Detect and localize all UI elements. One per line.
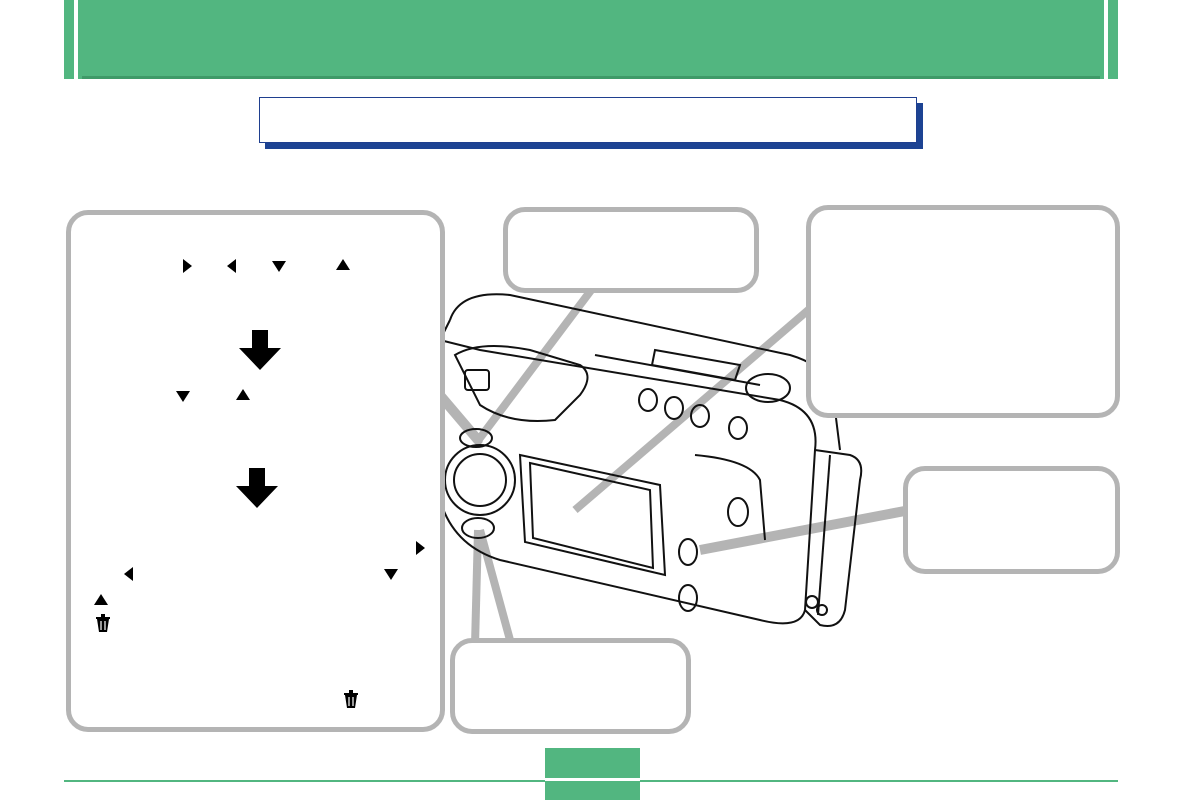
- triangle-right-icon: [416, 541, 425, 555]
- callout-bottom-middle: [450, 638, 691, 734]
- header-title: [82, 0, 1100, 79]
- camera-back-illustration: [433, 293, 863, 627]
- triangle-down-icon: [384, 569, 398, 580]
- bold-down-arrow-icon: [239, 330, 281, 370]
- header-left-stripe: [74, 0, 78, 79]
- page-tab-divider: [545, 778, 640, 781]
- page-number-tab: [545, 748, 640, 800]
- callout-top-right: [806, 205, 1120, 418]
- header-band: [64, 0, 1118, 79]
- trash-delete-icon: [344, 690, 358, 708]
- callout-right: [903, 466, 1120, 574]
- trash-delete-icon: [96, 614, 110, 632]
- triangle-left-icon: [124, 567, 133, 581]
- bold-down-arrow-icon: [236, 468, 278, 508]
- header-right-stripe: [1104, 0, 1108, 79]
- triangle-right-icon: [183, 259, 192, 273]
- triangle-up-icon: [336, 259, 350, 270]
- section-title-box: [259, 97, 917, 143]
- triangle-down-icon: [272, 261, 286, 272]
- triangle-up-icon: [236, 389, 250, 400]
- triangle-up-icon: [94, 594, 108, 605]
- callout-top-middle: [503, 207, 759, 293]
- triangle-left-icon: [227, 259, 236, 273]
- triangle-down-icon: [176, 391, 190, 402]
